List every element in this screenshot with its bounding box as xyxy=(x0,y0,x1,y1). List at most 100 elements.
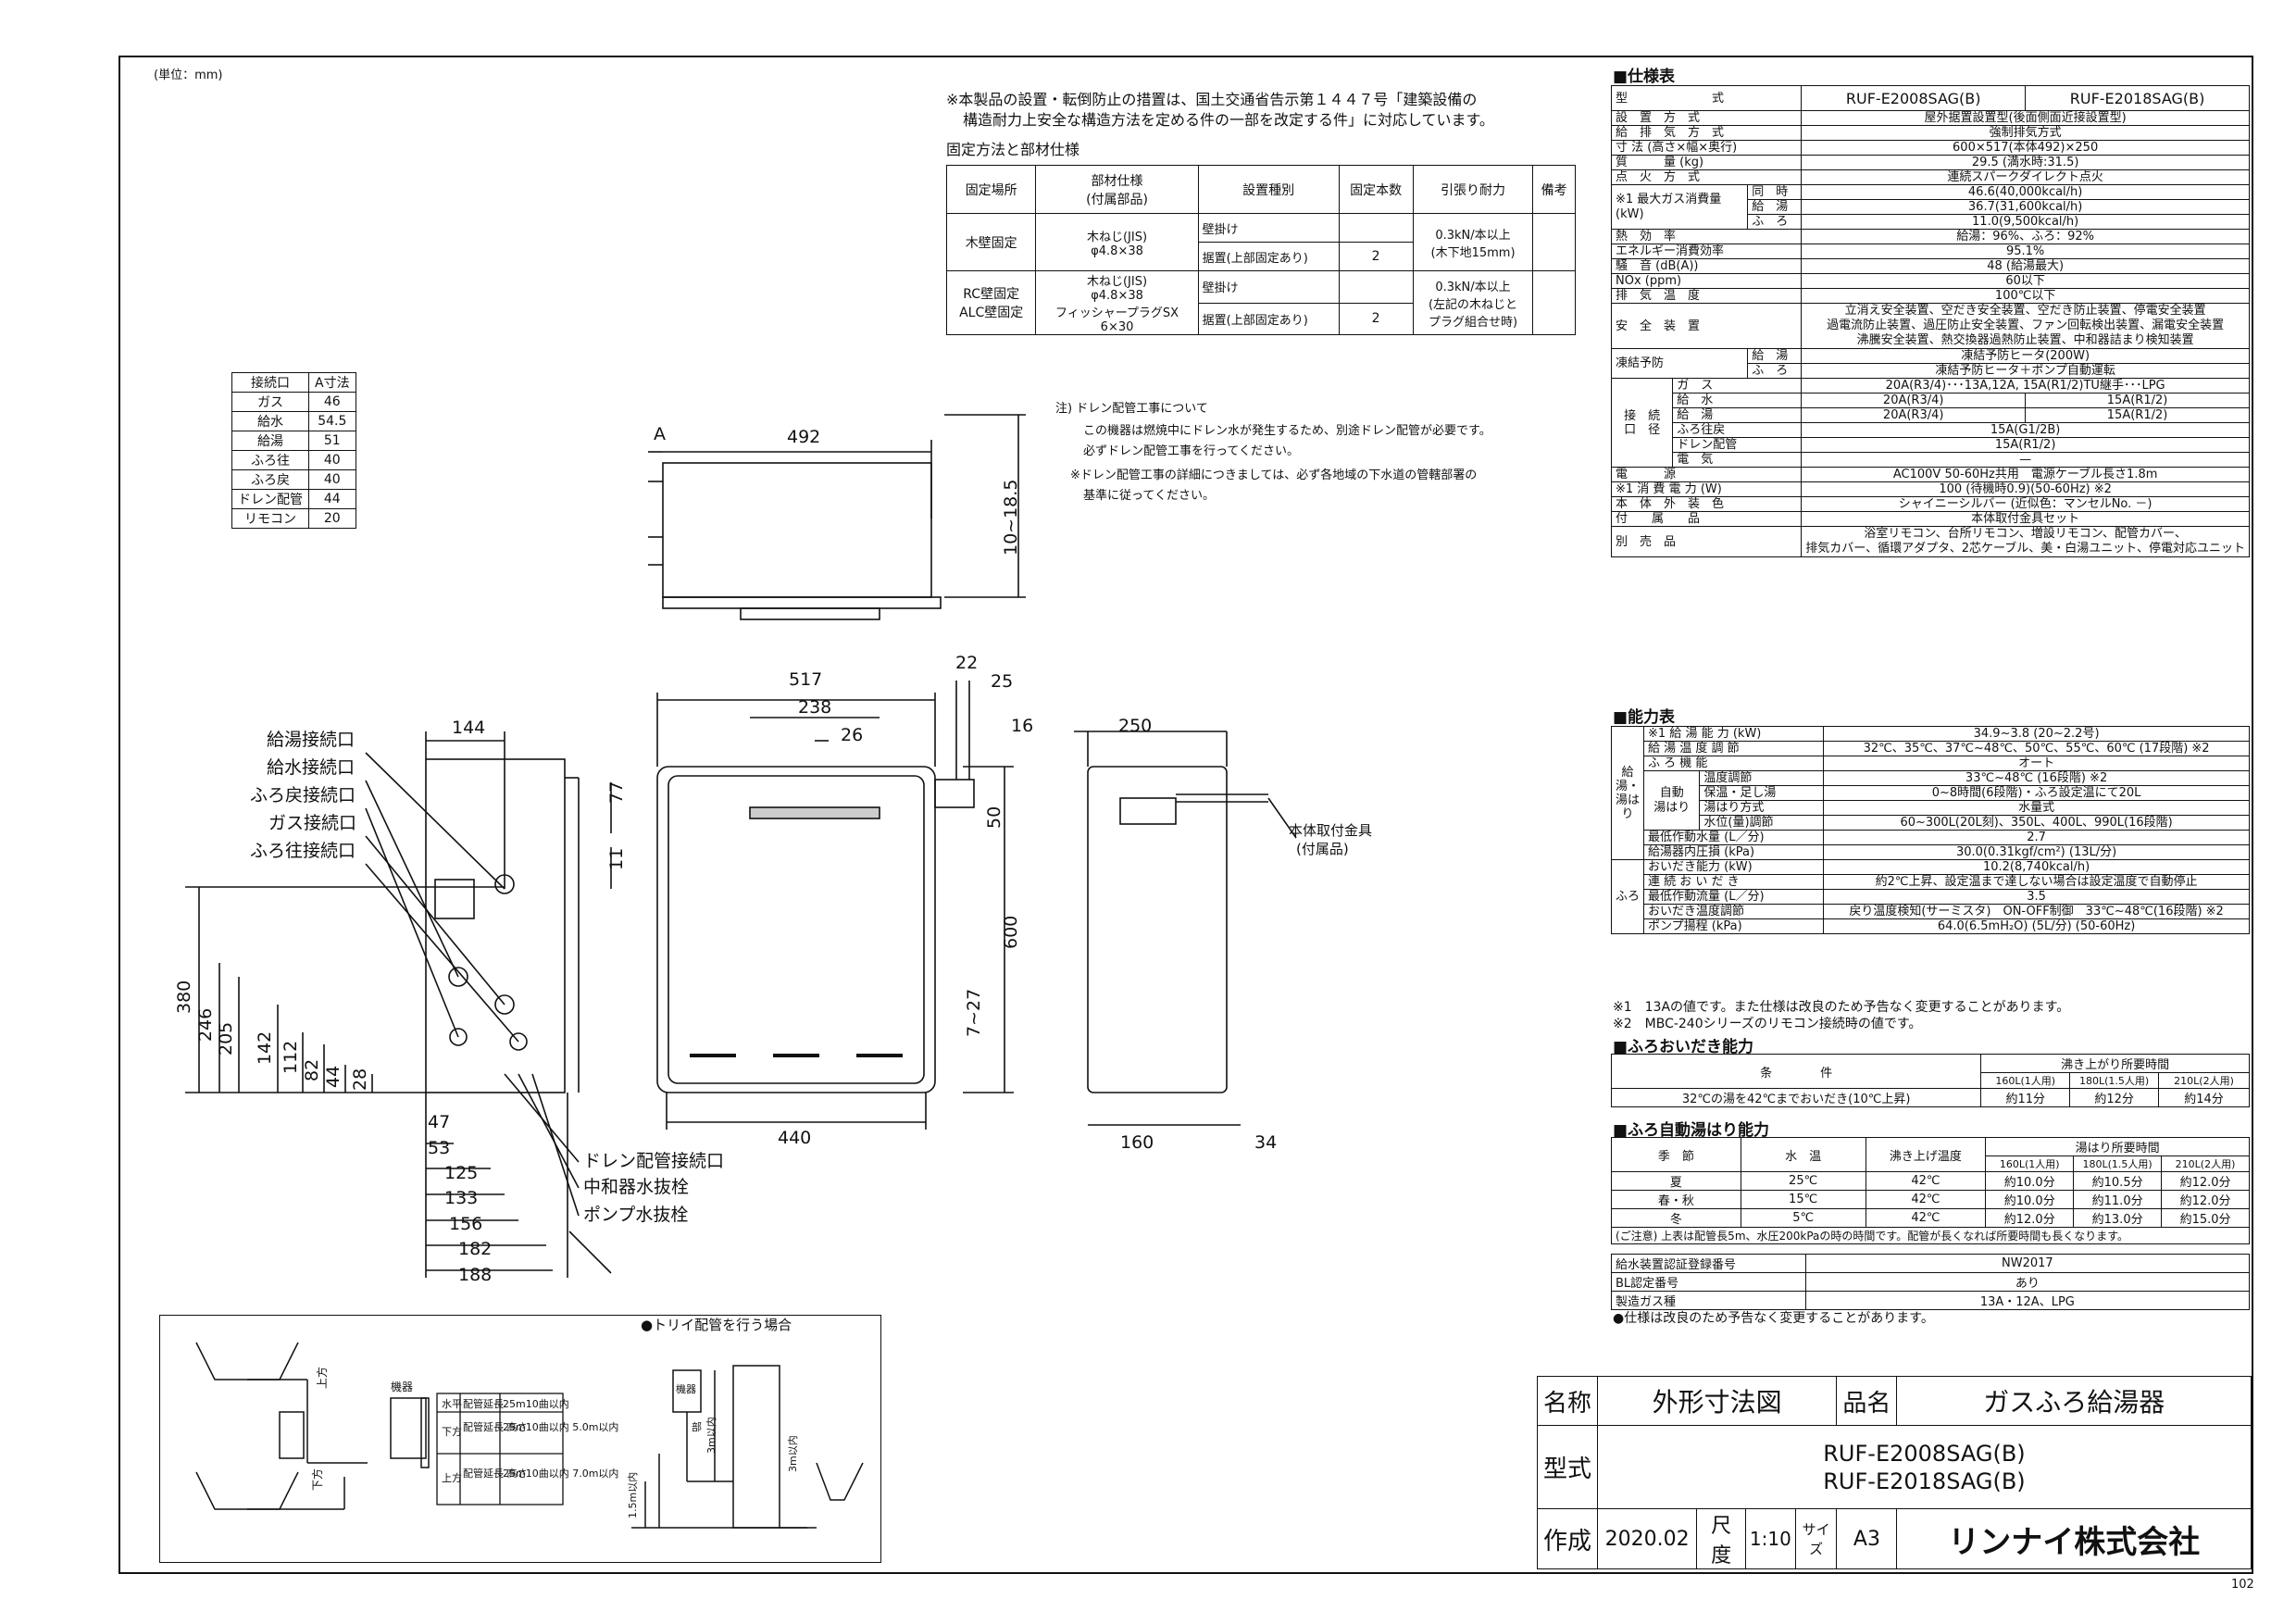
ability-auto-value: 60~300L(20L刻)、350L、400L、990L(16段階) xyxy=(1823,815,2250,831)
drain-note-4: ※ドレン配管工事の詳細につきましては、必ず各地域の下水道の管轄部署の xyxy=(1070,468,1478,482)
fix-row1-place: 木壁固定 xyxy=(945,213,1037,271)
ability-furo-value: 戻り温度検知(サーミスタ) ON-OFF制御 33℃~48℃(16段階) ※2 xyxy=(1823,904,2250,919)
fixing-table: 固定場所 部材仕様 (付属部品) 設置種別 固定本数 引張り耐力 備考 木壁固定… xyxy=(945,165,1576,335)
dim-left-144: 144 xyxy=(452,718,485,738)
dim-front-600: 600 xyxy=(1001,916,1021,949)
spec-gas-kind: 同 時 xyxy=(1747,184,1803,200)
pipe-r1-b: 配管延長 xyxy=(463,1397,504,1410)
dim-side-160: 160 xyxy=(1120,1132,1154,1153)
autofill-cell: 夏 xyxy=(1611,1171,1741,1191)
dim-left-44: 44 xyxy=(323,1066,343,1088)
spec-gas-value: 11.0(9,500kcal/h) xyxy=(1801,214,2250,230)
ability-side-kyuto: 給湯・湯はり xyxy=(1610,726,1645,860)
autofill-cell: 25℃ xyxy=(1740,1171,1866,1191)
drain-note-2: この機器は燃焼中にドレン水が発生するため、別途ドレン配管が必要です。 xyxy=(1083,424,1491,438)
pipe-trap-title: ●トリイ配管を行う場合 xyxy=(641,1317,792,1333)
dim-front-22: 22 xyxy=(955,653,978,673)
autofill-cell: 約10.0分 xyxy=(1985,1190,2075,1209)
tb-product-label: 品名 xyxy=(1836,1376,1898,1426)
callout-pump: ポンプ水抜栓 xyxy=(583,1205,688,1225)
reheat-val: 約14分 xyxy=(2158,1088,2250,1107)
fix-row1-count: 2 xyxy=(1338,242,1414,271)
dim-top-width: 492 xyxy=(787,427,820,447)
pipe-kiki: 機器 xyxy=(391,1380,413,1393)
autofill-head: 湯はり所要時間 xyxy=(1985,1137,2250,1156)
spec-value: 100℃以下 xyxy=(1801,288,2250,304)
spec-conn-kind: 給 水 xyxy=(1672,393,1803,408)
piping-diagram: 機器 上方 下方 ●トリイ配管を行う場合 機器 部 1.5m以内 3m以内 3m… xyxy=(195,1317,864,1529)
spec-label: 排 気 温 度 xyxy=(1610,288,1803,304)
tb-size-label: サイズ xyxy=(1794,1508,1838,1569)
autofill-title: ■ふろ自動湯はり能力 xyxy=(1613,1121,1770,1140)
pipe-shimote: 下方 xyxy=(310,1468,324,1491)
fix-row2-force: 0.3kN/本以上 (左記の木ねじと プラグ組合せ時) xyxy=(1412,270,1534,335)
ability-auto-label: 自動 湯はり xyxy=(1643,770,1701,831)
spec-label: 設 置 方 式 xyxy=(1610,110,1803,126)
spec-safety-value: 立消え安全装置、空だき安全装置、空だき防止装置、停電安全装置 過電流防止装置、過… xyxy=(1801,303,2250,349)
fix-col-kind: 設置種別 xyxy=(1197,165,1340,214)
ability-furo-value: 約2℃上昇、設定温まで達しない場合は設定温度で自動停止 xyxy=(1823,874,2250,890)
callout-bracket: 本体取付金具 xyxy=(1289,822,1372,839)
left-view-body xyxy=(425,758,566,1093)
ability-auto-value: 水量式 xyxy=(1823,800,2250,816)
spec-conn-label: 接 続 口 径 xyxy=(1610,378,1674,468)
ability-auto-kind: 温度調節 xyxy=(1699,770,1825,786)
autofill-col: 180L(1.5人用) xyxy=(2073,1156,2163,1172)
piping-box xyxy=(159,1315,881,1563)
dim-bot-47: 47 xyxy=(428,1112,450,1132)
spec-label: 寸 法 (高さ×幅×奥行) xyxy=(1610,140,1803,156)
tb-product: ガスふろ給湯器 xyxy=(1896,1376,2252,1426)
drain-note-1: 注) ドレン配管工事について xyxy=(1055,402,1208,416)
cert-label: 製造ガス種 xyxy=(1611,1291,1806,1310)
ability-auto-kind: 湯はり方式 xyxy=(1699,800,1825,816)
ability-label: 給湯器内圧損 (kPa) xyxy=(1643,844,1825,860)
callout-gas: ガス接続口 xyxy=(268,813,356,833)
spec-freeze-label: 凍結予防 xyxy=(1610,348,1749,379)
callout-kyuto: 給湯接続口 xyxy=(267,730,355,750)
conn-a: 40 xyxy=(308,450,356,470)
spec-value: 95.1% xyxy=(1801,244,2250,259)
spec-value: 強制排気方式 xyxy=(1801,125,2250,141)
spec-conn-value: 20A(R3/4) xyxy=(1801,407,2027,423)
tb-scale-label: 尺度 xyxy=(1696,1508,1746,1569)
spec-label: NOx (ppm) xyxy=(1610,273,1803,289)
autofill-col: 160L(1人用) xyxy=(1985,1156,2075,1172)
fix-col-count: 固定本数 xyxy=(1338,165,1414,214)
tb-size: A3 xyxy=(1836,1508,1898,1569)
spec-conn-kind: 給 湯 xyxy=(1672,407,1803,423)
tb-models: RUF-E2008SAG(B) RUF-E2018SAG(B) xyxy=(1596,1425,2252,1509)
autofill-cell: 約12.0分 xyxy=(1985,1208,2075,1228)
cert-value: あり xyxy=(1804,1272,2251,1292)
fix-row2-kind2: 据置(上部固定あり) xyxy=(1197,302,1340,335)
autofill-cell: 約13.0分 xyxy=(2073,1208,2163,1228)
pipe-kiki2: 機器 xyxy=(676,1382,696,1395)
conn-a: 40 xyxy=(308,469,356,490)
autofill-cell: 42℃ xyxy=(1865,1171,1987,1191)
autofill-cell: 15℃ xyxy=(1740,1190,1866,1209)
conn-port: 給湯 xyxy=(231,431,309,451)
pipe-r2-b: 配管延長 高さ xyxy=(463,1420,528,1433)
spec-option-value: 浴室リモコン、台所リモコン、増設リモコン、配管カバー、 排気カバー、循環アダプタ… xyxy=(1801,526,2250,557)
spec-model1: RUF-E2008SAG(B) xyxy=(1801,85,2027,111)
dim-front-width: 517 xyxy=(789,669,822,690)
outline-drawings: 492 A 10~18.5 517 238 26 22 25 77 11 50 … xyxy=(174,414,1372,1285)
pipe-d1: 1.5m以内 xyxy=(626,1472,639,1518)
spec-conn-kind: ふろ往戻 xyxy=(1672,422,1803,438)
dim-bot-125: 125 xyxy=(444,1163,478,1183)
dim-left-205: 205 xyxy=(216,1022,236,1056)
dim-top-a: A xyxy=(654,424,666,444)
fix-col-part: 部材仕様 (付属部品) xyxy=(1035,165,1199,214)
spec-label: 給 排 気 方 式 xyxy=(1610,125,1803,141)
fix-row2-part: 木ねじ(JIS) φ4.8×38 フィッシャープラグSX 6×30 xyxy=(1035,270,1199,335)
fix-row2-count: 2 xyxy=(1338,302,1414,335)
spec-freeze-value: 凍結予防ヒータ＋ポンプ自動運転 xyxy=(1801,363,2250,379)
pipe-r1-c: 25m10曲以内 xyxy=(503,1397,569,1410)
autofill-cell: 約10.0分 xyxy=(1985,1171,2075,1191)
autofill-cell: 冬 xyxy=(1611,1208,1741,1228)
drain-note-5: 基準に従ってください。 xyxy=(1083,489,1215,503)
spec-conn-kind: ドレン配管 xyxy=(1672,437,1803,453)
spec-value: シャイニーシルバー (近似色：マンセルNo. －) xyxy=(1801,496,2250,512)
side-view-body xyxy=(1087,766,1228,1093)
ability-furo-label: ポンプ揚程 (kPa) xyxy=(1643,918,1825,934)
